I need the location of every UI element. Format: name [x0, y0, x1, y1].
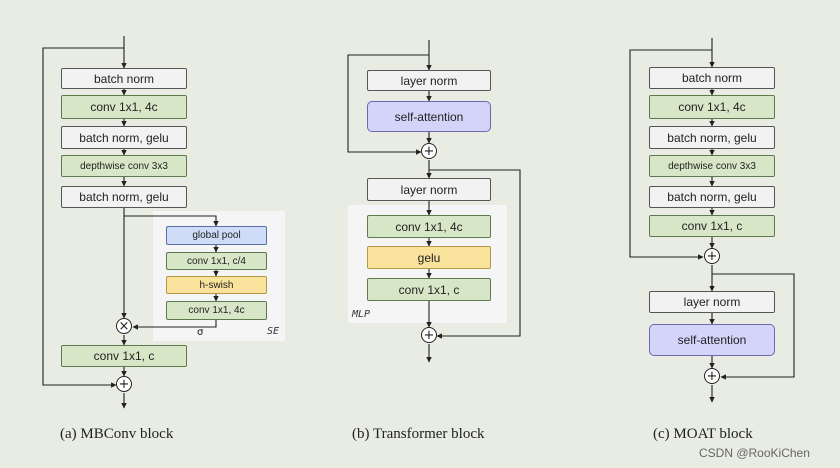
caption-moat: (c) MOAT block — [653, 426, 753, 442]
se-label: SE — [267, 326, 280, 337]
mbconv-conv-1x1-expand: conv 1x1, 4c — [61, 95, 187, 119]
moat-add-node-2: + — [704, 368, 720, 384]
mlp-label: MLP — [352, 309, 371, 320]
moat-add-node-1: + — [704, 248, 720, 264]
watermark: CSDN @RooKiChen — [699, 446, 810, 460]
se-global-pool: global pool — [166, 226, 267, 245]
transformer-self-attention: self-attention — [367, 101, 491, 132]
transformer-add-node-2: + — [421, 327, 437, 343]
sigma-label: σ — [197, 327, 204, 338]
moat-self-attention: self-attention — [649, 324, 775, 356]
moat-batch-norm-gelu-2: batch norm, gelu — [649, 186, 775, 208]
moat-conv-1x1-expand: conv 1x1, 4c — [649, 95, 775, 119]
mlp-conv-1x1-expand: conv 1x1, 4c — [367, 215, 491, 238]
mbconv-depthwise-conv: depthwise conv 3x3 — [61, 155, 187, 177]
multiply-node: × — [116, 318, 132, 334]
transformer-layer-norm-2: layer norm — [367, 178, 491, 201]
se-h-swish: h-swish — [166, 276, 267, 294]
moat-depthwise-conv: depthwise conv 3x3 — [649, 155, 775, 177]
moat-layer-norm: layer norm — [649, 291, 775, 313]
transformer-add-node-1: + — [421, 143, 437, 159]
mbconv-conv-1x1-project: conv 1x1, c — [61, 345, 187, 367]
se-conv-expand: conv 1x1, 4c — [166, 301, 267, 320]
mlp-gelu: gelu — [367, 246, 491, 269]
moat-conv-1x1-project: conv 1x1, c — [649, 215, 775, 237]
mbconv-batch-norm-gelu-2: batch norm, gelu — [61, 186, 187, 208]
mbconv-batch-norm: batch norm — [61, 68, 187, 89]
transformer-layer-norm-1: layer norm — [367, 70, 491, 91]
mbconv-batch-norm-gelu-1: batch norm, gelu — [61, 126, 187, 149]
mlp-conv-1x1-project: conv 1x1, c — [367, 278, 491, 301]
se-conv-reduce: conv 1x1, c/4 — [166, 252, 267, 270]
caption-mbconv: (a) MBConv block — [60, 426, 174, 442]
caption-transformer: (b) Transformer block — [352, 426, 485, 442]
moat-batch-norm-gelu-1: batch norm, gelu — [649, 126, 775, 149]
moat-batch-norm: batch norm — [649, 67, 775, 89]
mbconv-add-node: + — [116, 376, 132, 392]
